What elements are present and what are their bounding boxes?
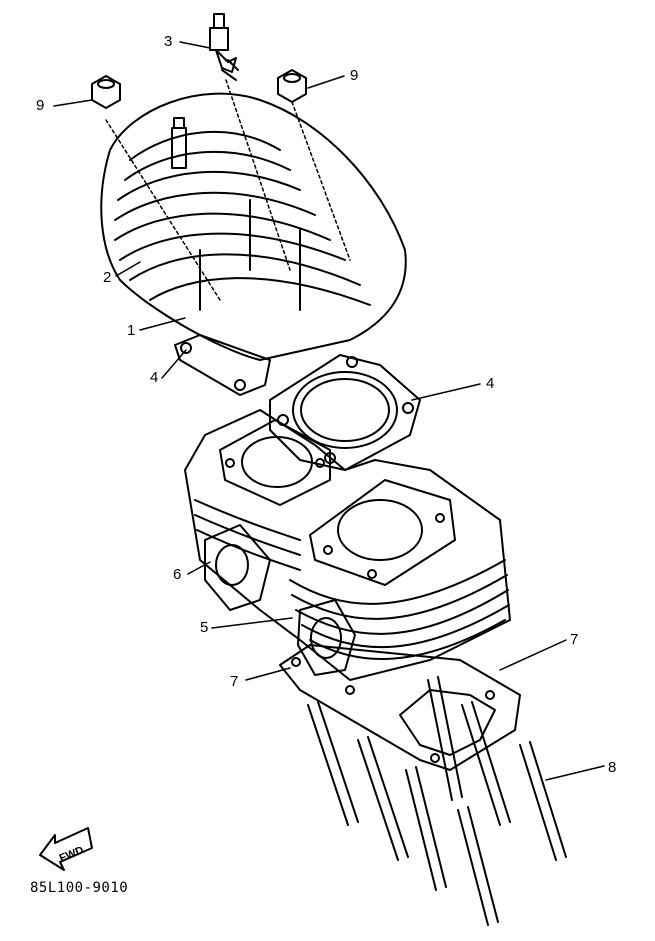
callout-1: 1 bbox=[127, 322, 136, 339]
callout-4-right: 4 bbox=[486, 375, 495, 392]
callout-9-left: 9 bbox=[36, 97, 45, 114]
callout-8: 8 bbox=[608, 759, 617, 776]
base-gasket bbox=[279, 644, 521, 771]
cylinder-block bbox=[184, 409, 511, 681]
callout-6: 6 bbox=[173, 566, 182, 583]
callout-2: 2 bbox=[103, 269, 112, 286]
head-gasket-left bbox=[174, 334, 271, 396]
callout-5: 5 bbox=[200, 619, 209, 636]
callout-4-left: 4 bbox=[150, 369, 159, 386]
head-gasket-right bbox=[269, 354, 421, 471]
cylinder-head bbox=[100, 92, 407, 361]
nut-right bbox=[277, 69, 307, 103]
spark-plug bbox=[209, 13, 239, 81]
callout-7-left: 7 bbox=[230, 673, 239, 690]
fwd-arrow-icon bbox=[39, 827, 93, 871]
drawing-code: 85L100-9010 bbox=[30, 880, 129, 896]
leader-lines bbox=[53, 41, 605, 781]
fwd-label: FWD bbox=[58, 844, 86, 865]
studs bbox=[307, 676, 567, 926]
callout-9-right: 9 bbox=[350, 67, 359, 84]
nut-left bbox=[91, 75, 121, 109]
callout-7-right: 7 bbox=[570, 631, 579, 648]
callout-3: 3 bbox=[164, 33, 173, 50]
